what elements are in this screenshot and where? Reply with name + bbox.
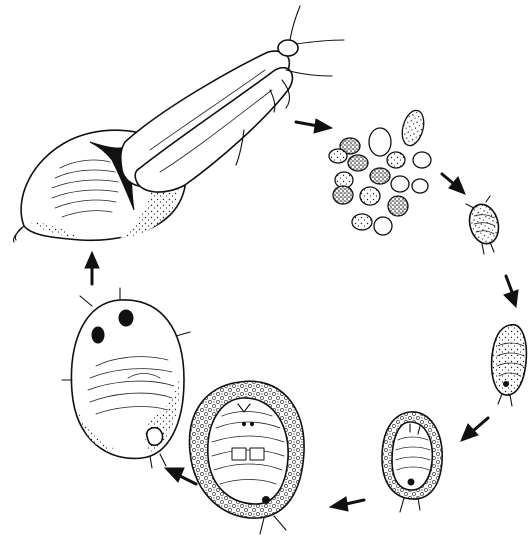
cycle-arrow — [330, 497, 364, 511]
cycle-arrow — [165, 468, 196, 484]
second-instar-body — [492, 325, 527, 395]
cycle-arrow — [85, 252, 99, 284]
cycle-arrow — [442, 174, 465, 194]
cycle-arrow — [296, 119, 332, 133]
male-head — [278, 40, 298, 56]
egg-cluster-stage — [329, 108, 431, 235]
third-instar-stage — [382, 412, 442, 512]
adult-female-stage — [13, 6, 344, 242]
fourth-instar-body — [208, 398, 288, 504]
scale-eyespot — [119, 310, 133, 326]
male-antenna — [290, 6, 300, 40]
cycle-arrow — [504, 276, 518, 307]
fourth-instar-stage — [189, 381, 304, 534]
scale-eyespot — [92, 327, 104, 343]
mature-scale-stage — [62, 288, 190, 468]
crawler-body — [465, 201, 502, 247]
crawler-stage — [465, 196, 502, 254]
cycle-arrow — [461, 418, 488, 441]
second-instar-stage — [492, 325, 527, 406]
